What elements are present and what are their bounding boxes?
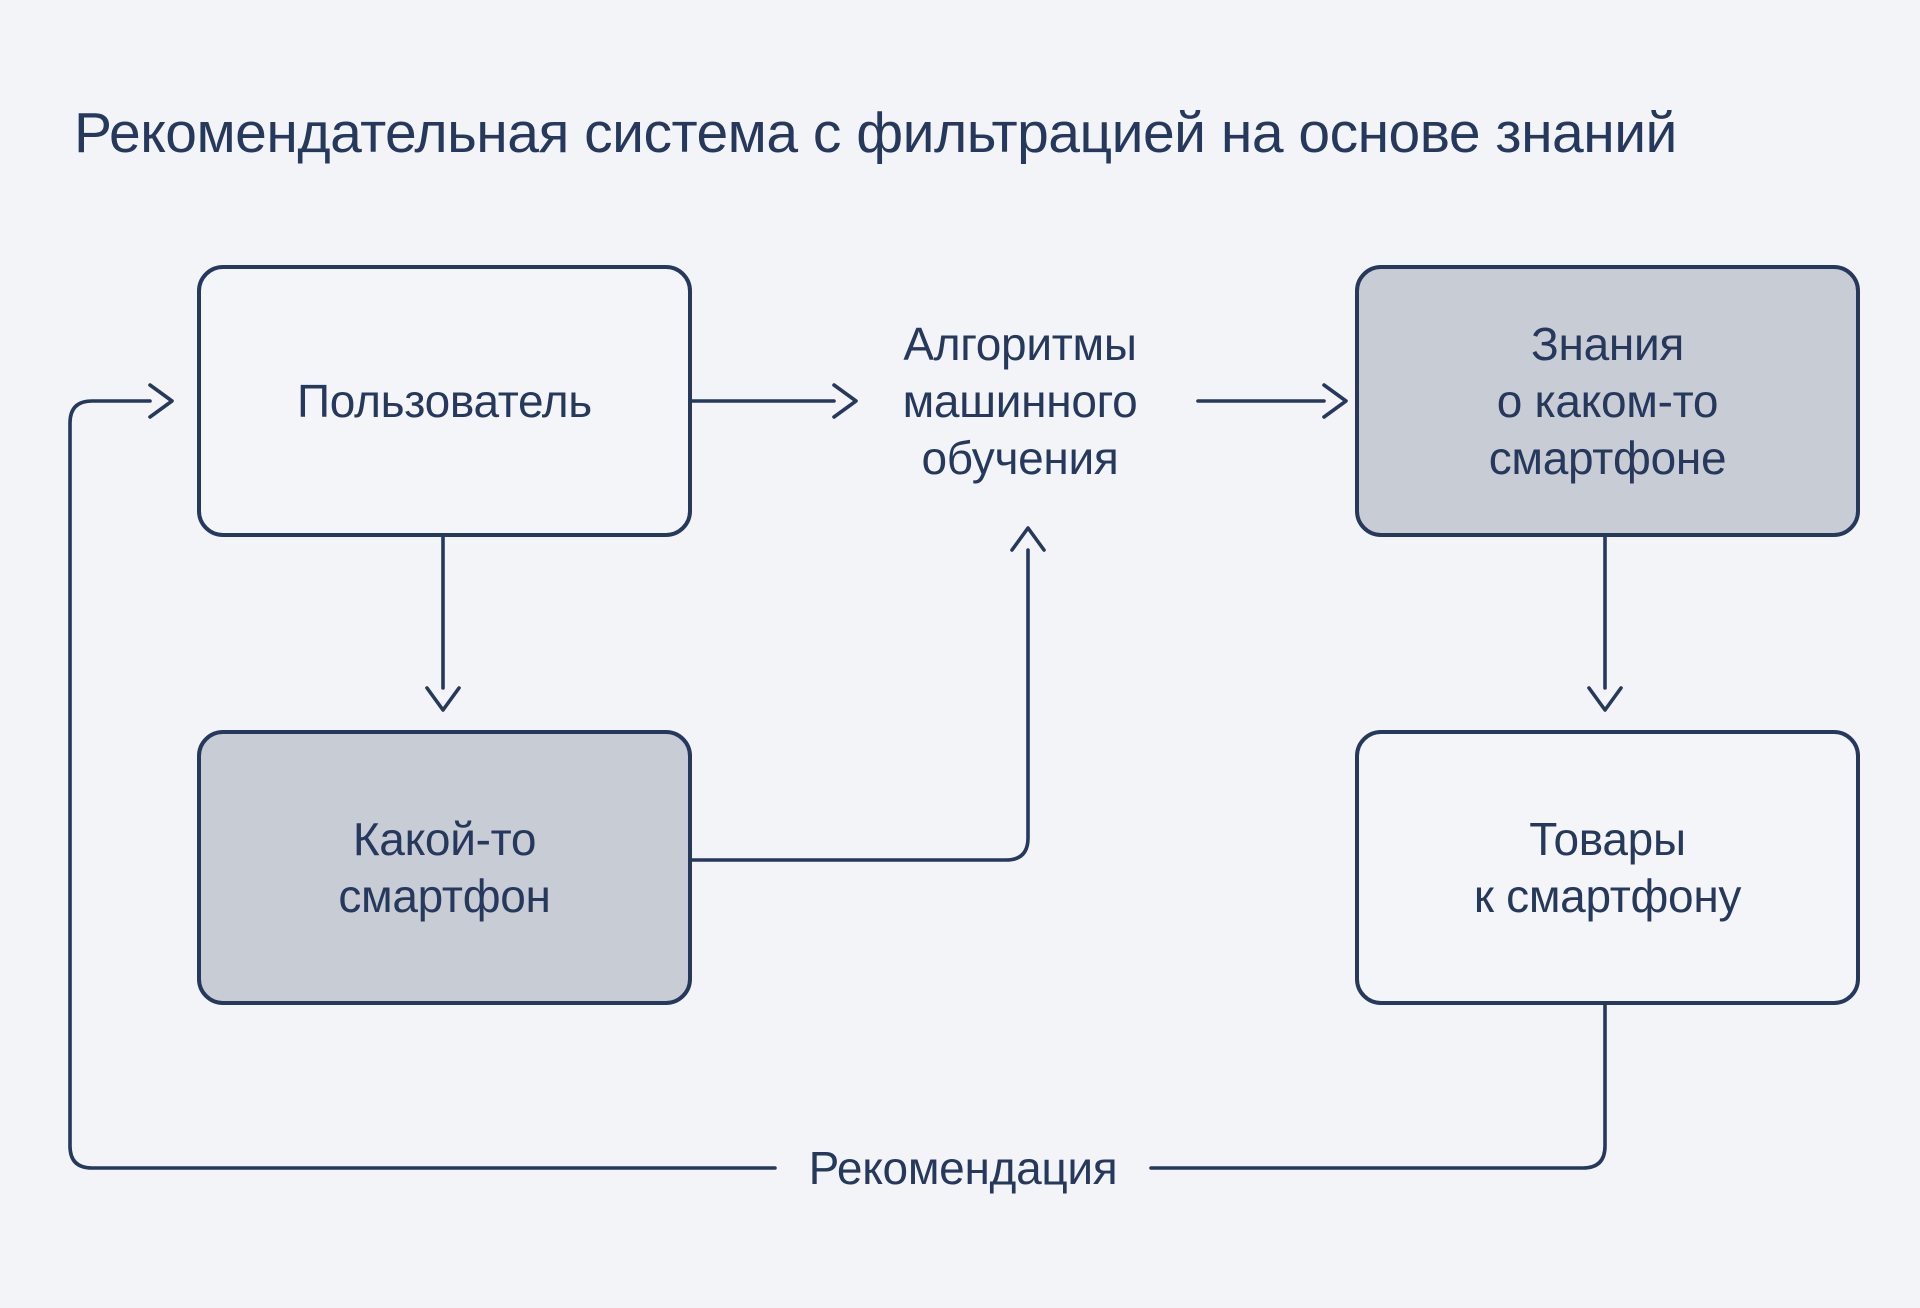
edge-smartphone-to-ml (690, 526, 1046, 862)
edge-label-recommendation: Рекомендация (808, 1141, 1118, 1194)
arrowhead-right-icon (1322, 383, 1348, 419)
node-some-smartphone: Какой-то смартфон (197, 730, 692, 1005)
arrowhead-up-icon (1010, 526, 1046, 552)
edge-products-to-recommendation (1149, 1003, 1607, 1170)
arrowhead-down-icon (1587, 686, 1623, 712)
edge-knowledge-to-products (1587, 535, 1623, 712)
arrowhead-down-icon (425, 686, 461, 712)
node-user: Пользователь (197, 265, 692, 537)
edge-ml-to-knowledge (1196, 383, 1348, 419)
node-products: Товары к смартфону (1355, 730, 1860, 1005)
page-title: Рекомендательная система с фильтрацией н… (74, 101, 1677, 165)
arrowhead-right-icon (148, 383, 174, 419)
edge-user-to-smartphone (425, 535, 461, 712)
node-knowledge: Знания о каком-то смартфоне (1355, 265, 1860, 537)
node-ml-algorithms: Алгоритмы машинного обучения (902, 317, 1138, 484)
